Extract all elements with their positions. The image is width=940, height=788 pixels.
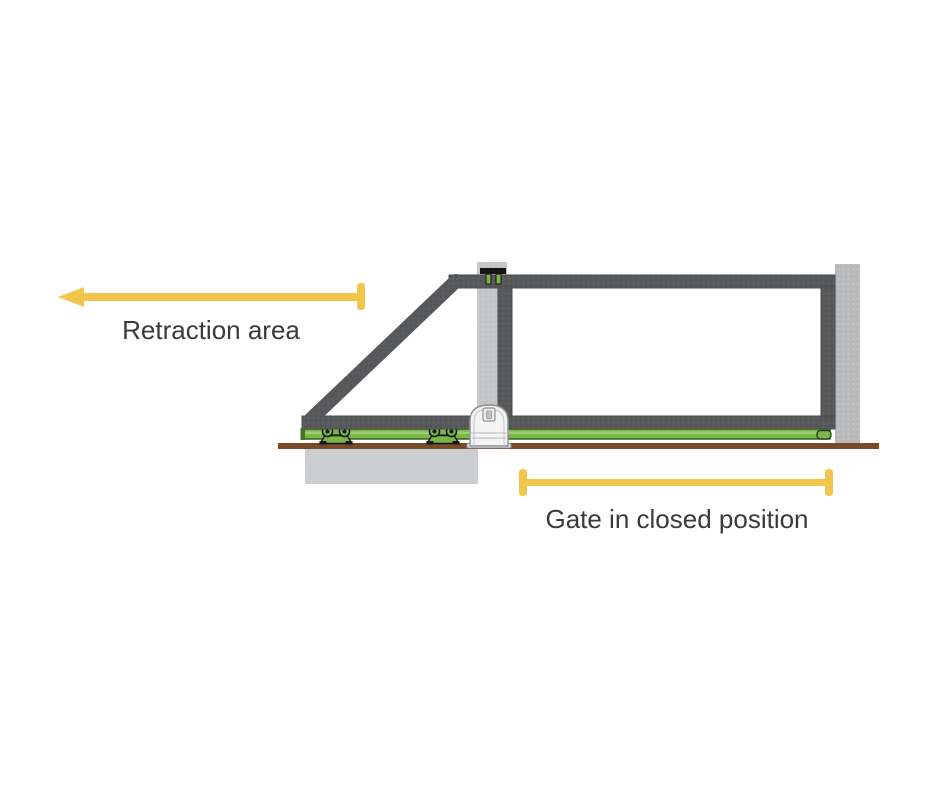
gate-closed-label: Gate in closed position	[545, 504, 809, 534]
dimension-shaft	[523, 479, 829, 486]
gate-motor	[466, 404, 512, 449]
retraction-arrow	[58, 283, 365, 310]
arrow-end-cap	[357, 283, 365, 310]
bottom-track	[300, 428, 832, 440]
dimension-cap-right	[825, 469, 833, 496]
foundation-block	[305, 449, 478, 484]
gate-frame	[301, 274, 836, 430]
track-end-cap	[300, 428, 305, 440]
retraction-area-label: Retraction area	[122, 315, 300, 345]
arrow-head-left-icon	[58, 286, 84, 307]
gate-closed-dimension-line	[519, 469, 833, 496]
track-end-catch	[816, 429, 832, 440]
ground-line	[278, 443, 879, 449]
arrow-shaft	[78, 292, 360, 301]
top-guide-bracket	[480, 268, 506, 285]
receiving-pillar	[835, 264, 860, 443]
